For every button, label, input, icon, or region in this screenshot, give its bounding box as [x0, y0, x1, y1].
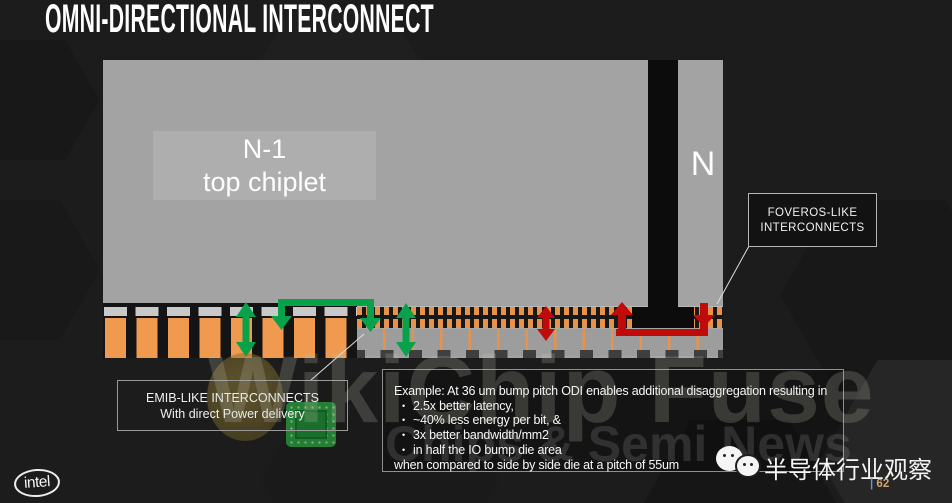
foveros-line1: FOVEROS-LIKE: [767, 207, 858, 219]
intel-logo: intel: [13, 467, 61, 499]
bg-hexagon: [0, 200, 100, 340]
n-chiplet-flange: [632, 307, 694, 328]
example-bullet: •in half the IO bump die area: [402, 442, 562, 457]
page-separator: |: [870, 478, 874, 490]
page-number: | 62: [870, 478, 889, 490]
slide-title: OMNI-DIRECTIONAL INTERCONNECT: [45, 0, 434, 41]
n1-label: N-1: [242, 134, 287, 164]
emib-line2: With direct Power delivery: [160, 407, 305, 421]
example-text-box: Example: At 36 um bump pitch ODI enables…: [382, 369, 844, 472]
example-footer: when compared to side by side die at a p…: [394, 457, 679, 472]
example-bullet: •3x better bandwidth/mm2: [402, 428, 549, 443]
foveros-line2: INTERCONNECTS: [760, 222, 865, 234]
watermark-semi-news: Chips & Semi News: [385, 416, 852, 472]
n-label: N: [690, 145, 716, 183]
watermark-globe-icon: [207, 353, 283, 441]
emib-callout: EMIB-LIKE INTERCONNECTS With direct Powe…: [117, 380, 348, 431]
page-number-value: 62: [876, 478, 890, 490]
pillar-caps: [104, 307, 358, 316]
example-intro: Example: At 36 um bump pitch ODI enables…: [394, 384, 828, 398]
foveros-callout: FOVEROS-LIKE INTERCONNECTS: [748, 193, 877, 247]
wechat-account-name: 半导体行业观察: [764, 457, 932, 484]
n1-sublabel: top chiplet: [202, 167, 327, 197]
emib-line1: EMIB-LIKE INTERCONNECTS: [146, 391, 319, 405]
example-bullet: •2.5x better latency,: [402, 398, 514, 413]
chiplet-diagram: N-1 top chiplet N: [103, 60, 723, 358]
n-chiplet-bar: [648, 60, 678, 310]
example-bullet: •~40% less energy per bit, &: [402, 413, 561, 428]
watermark-chip-icon: [286, 402, 336, 447]
wechat-icon: [716, 446, 762, 482]
n1-top-chiplet-block: N-1 top chiplet: [153, 131, 376, 200]
bg-hexagon: [0, 40, 100, 160]
substrate-pads: [357, 350, 723, 358]
